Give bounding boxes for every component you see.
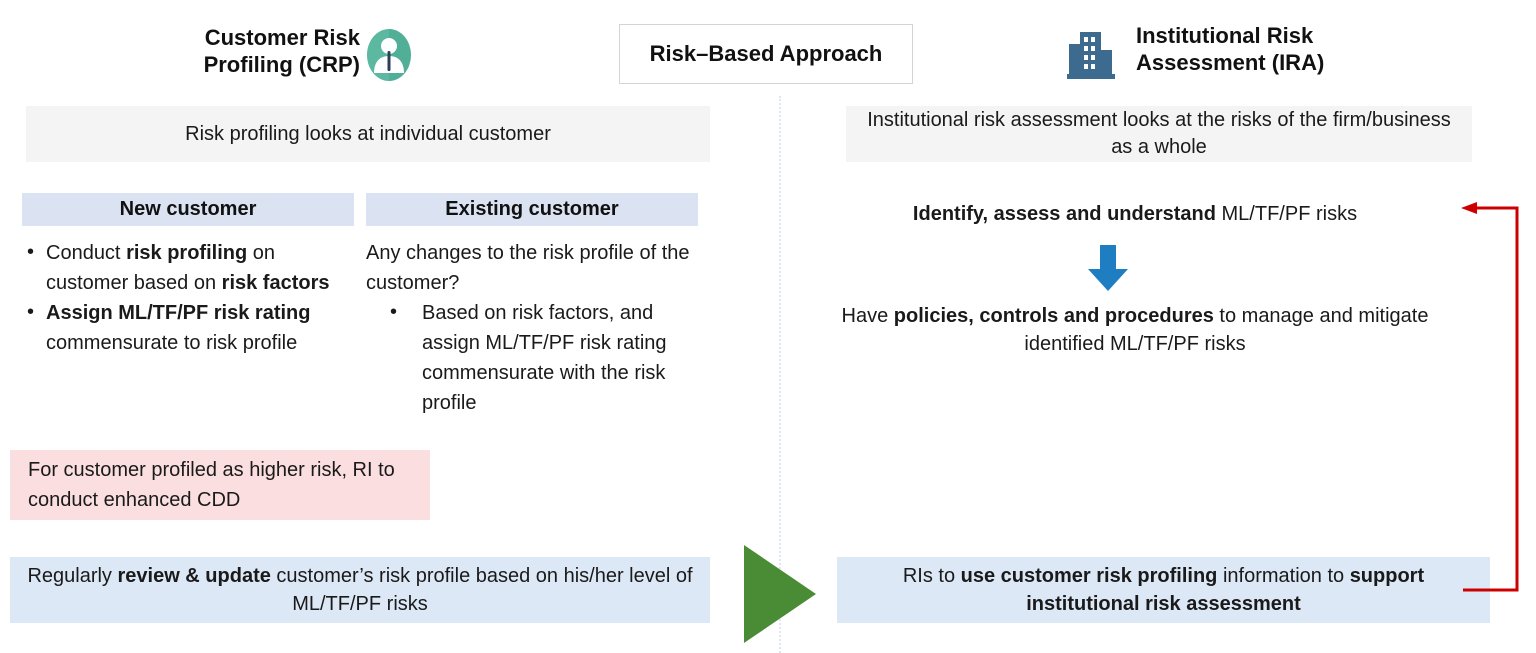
crp-title-line2: Profiling (CRP) xyxy=(203,52,360,77)
ira-footer-bar: RIs to use customer risk profiling infor… xyxy=(837,557,1490,623)
green-right-triangle-icon xyxy=(740,543,820,645)
enhanced-cdd-callout-text: For customer profiled as higher risk, RI… xyxy=(28,459,395,511)
down-arrow-icon xyxy=(1078,245,1138,293)
risk-based-approach-chip: Risk–Based Approach xyxy=(619,24,913,84)
list-item: Based on risk factors, and assign ML/TF/… xyxy=(390,297,704,418)
new-customer-bullets: Conduct risk profiling on customer based… xyxy=(22,237,360,358)
new-customer-heading: New customer xyxy=(22,193,354,226)
existing-customer-lead: Any changes to the risk profile of the c… xyxy=(366,242,690,294)
crp-footer-bar: Regularly review & update customer’s ris… xyxy=(10,557,710,623)
ira-header: Institutional Risk Assessment (IRA) xyxy=(1136,22,1406,76)
list-item: Conduct risk profiling on customer based… xyxy=(27,237,360,298)
vertical-dotted-divider xyxy=(779,96,781,653)
existing-customer-heading-label: Existing customer xyxy=(445,198,619,220)
ira-intro-text: Institutional risk assessment looks at t… xyxy=(867,109,1451,158)
crp-title-line1: Customer Risk xyxy=(204,25,360,50)
risk-based-approach-label: Risk–Based Approach xyxy=(649,41,883,66)
ira-step-identify: Identify, assess and understand ML/TF/PF… xyxy=(912,203,1358,225)
crp-footer-text: Regularly review & update customer’s ris… xyxy=(27,565,693,615)
ira-intro-bar: Institutional risk assessment looks at t… xyxy=(846,106,1472,162)
ira-footer-text: RIs to use customer risk profiling infor… xyxy=(902,565,1425,615)
office-building-icon xyxy=(1065,26,1117,82)
crp-intro-text: Risk profiling looks at individual custo… xyxy=(185,122,551,145)
ira-title-line2: Assessment (IRA) xyxy=(1136,50,1325,75)
existing-customer-bullets: Based on risk factors, and assign ML/TF/… xyxy=(366,297,704,418)
new-customer-heading-label: New customer xyxy=(119,198,257,220)
enhanced-cdd-callout: For customer profiled as higher risk, RI… xyxy=(10,450,430,520)
ira-title-line1: Institutional Risk xyxy=(1136,23,1314,48)
crp-intro-bar: Risk profiling looks at individual custo… xyxy=(26,106,710,162)
crp-header: Customer Risk Profiling (CRP) xyxy=(150,24,360,78)
existing-customer-heading: Existing customer xyxy=(366,193,698,226)
red-feedback-loop-arrow xyxy=(1455,198,1536,598)
ira-step-policies: Have policies, controls and procedures t… xyxy=(841,305,1429,355)
list-item: Assign ML/TF/PF risk rating commensurate… xyxy=(27,297,360,358)
existing-customer-list: Any changes to the risk profile of the c… xyxy=(366,238,704,418)
new-customer-list: Conduct risk profiling on customer based… xyxy=(22,237,360,358)
person-avatar-icon xyxy=(365,27,413,83)
